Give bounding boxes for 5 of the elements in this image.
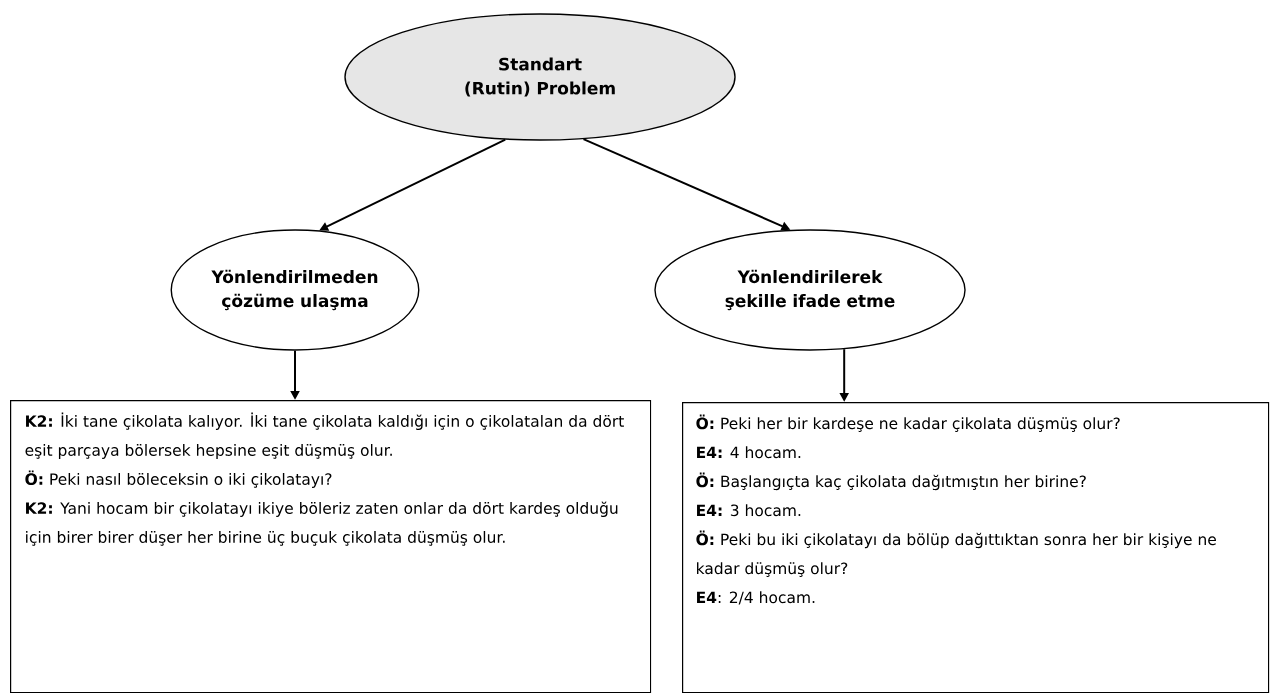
dialogue-box: Ö: Peki her bir kardeşe ne kadar çikolata düşmüş olur? E4: 4 hocam. Ö: Başlangıçta kaç çikolata dağıtmıştın her birine? E4: 3 hocam. Ö: Peki bu iki çikolatayı da bölüp dağıttıktan sonra her bir kişiye ne kadar düşmüş olur? E4: 2/4 hocam. bbox=[682, 402, 1270, 693]
ellipse-node: Yönlendirilmeden çözüme ulaşma bbox=[170, 229, 420, 351]
ellipse-node: Yönlendirilerek şekille ifade etme bbox=[654, 229, 966, 351]
ellipse-node: Standart (Rutin) Problem bbox=[344, 13, 736, 141]
dialogue-box: K2: İki tane çikolata kalıyor. İki tane çikolata kaldığı için o çikolatalan da dört eşit parçaya bölersek hepsine eşit düşmüş olur. Ö: Peki nasıl böleceksin o iki çikolatayı? K2: Yani hocam bir çikolatayı ikiye böleriz zaten onlar da dört kardeş olduğu için birer birer düşer her birine üç buçuk çikolata düşmüş olur. bbox=[10, 400, 652, 693]
